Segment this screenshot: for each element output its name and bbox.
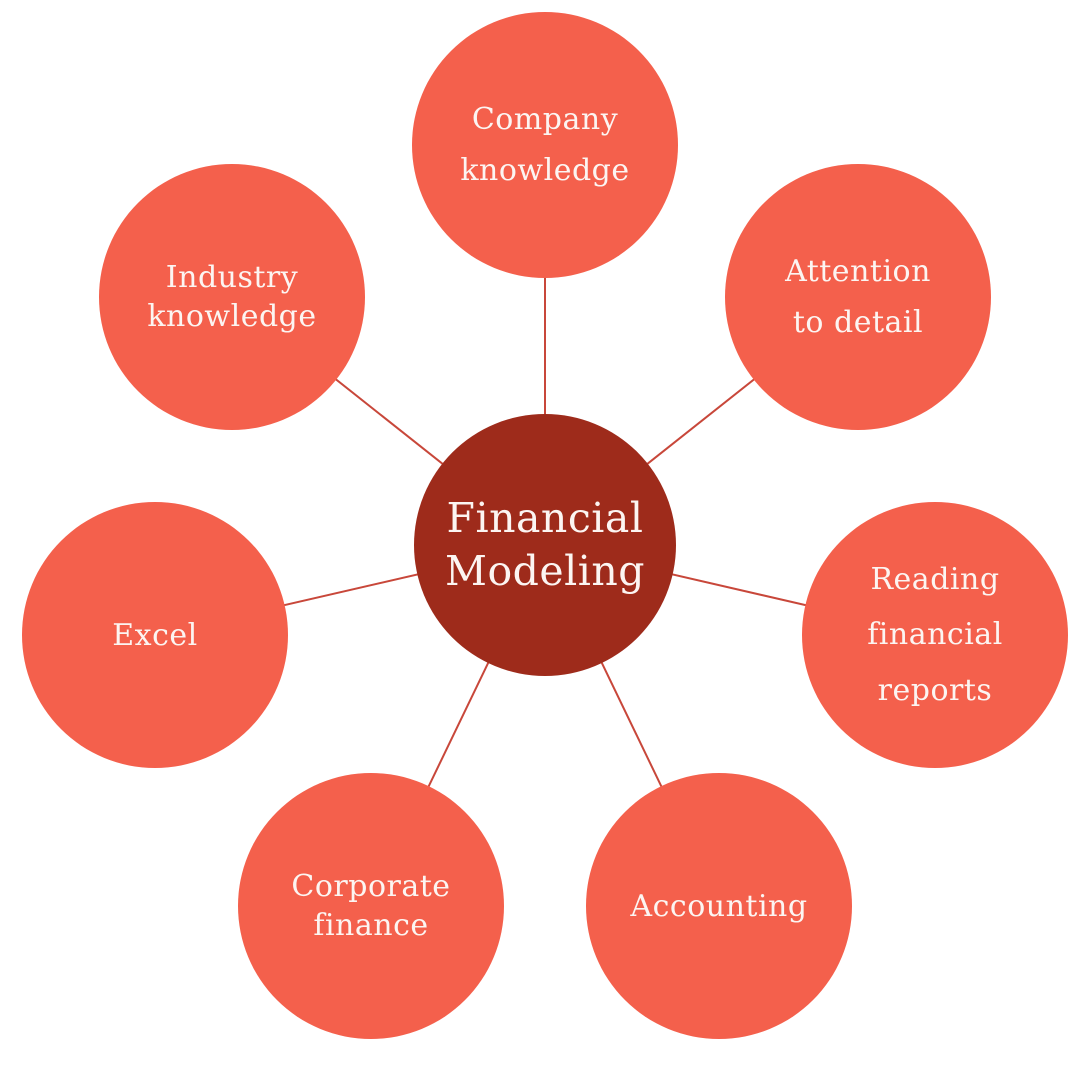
center-label-line: Modeling [444,547,646,595]
node-industry-knowledge: Industry knowledge [99,164,365,430]
center-node-financial-modeling: Financial Modeling [414,414,676,676]
node-reading-financial-reports: Reading financial reports [802,502,1068,768]
node-accounting: Accounting [586,773,852,1039]
node-label-line: financial [867,617,1003,653]
node-label-line: Company [471,102,619,137]
node-corporate-finance: Corporate finance [238,773,504,1039]
node-label-line: Excel [112,617,198,653]
node-label-line: knowledge [147,299,317,334]
node-label-line: Industry [165,260,299,295]
node-attention-to-detail: Attention to detail [725,164,991,430]
node-label-line: Attention [785,254,931,289]
node-label-line: reports [877,672,993,708]
node-company-knowledge: Company knowledge [412,12,678,278]
node-excel: Excel [22,502,288,768]
node-label-line: Accounting [630,888,808,924]
node-label-line: knowledge [460,153,630,188]
node-label-line: Reading [870,561,1000,597]
node-label-line: to detail [792,305,924,340]
node-label-line: finance [313,908,429,943]
node-label-line: Corporate [291,869,451,904]
center-label-line: Financial [446,493,644,542]
